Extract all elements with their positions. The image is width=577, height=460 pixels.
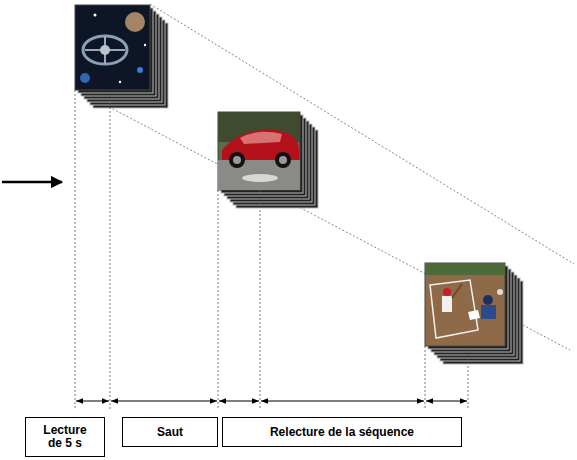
dimension-arrows xyxy=(76,401,467,402)
frame-stack xyxy=(425,263,523,364)
label-box: Lecture de 5 s xyxy=(25,417,105,457)
box-label: Lecture de 5 s xyxy=(41,424,89,450)
box-label: Relecture de la séquence xyxy=(270,426,414,439)
entry-arrow xyxy=(2,181,62,184)
label-box: Relecture de la séquence xyxy=(222,417,462,447)
label-box: Saut xyxy=(122,417,218,447)
box-label: Saut xyxy=(157,426,183,439)
frame-stack xyxy=(218,112,318,208)
frame-stack xyxy=(75,5,168,108)
reference-lines xyxy=(75,90,468,410)
perspective-lines xyxy=(77,4,574,350)
